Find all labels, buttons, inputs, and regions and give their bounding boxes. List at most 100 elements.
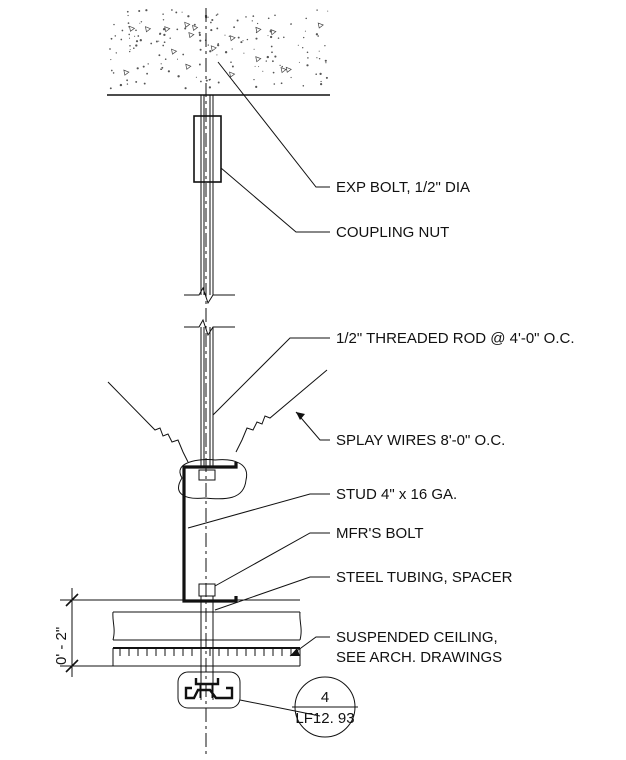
concrete-dot: [126, 83, 129, 85]
concrete-dot: [325, 62, 327, 64]
top-nut: [198, 469, 216, 481]
concrete-dot: [181, 11, 183, 13]
concrete-dot: [175, 11, 178, 14]
concrete-dot: [255, 85, 258, 89]
concrete-dot: [208, 86, 212, 89]
concrete-dot: [176, 28, 179, 31]
concrete-dot: [302, 85, 305, 87]
concrete-dot: [277, 37, 280, 39]
concrete-dot: [267, 17, 270, 20]
concrete-dot: [147, 63, 149, 65]
leader-exp-bolt: [217, 61, 330, 188]
concrete-aggregate: [285, 66, 292, 73]
concrete-dot: [319, 72, 322, 76]
concrete-dot: [217, 44, 220, 47]
leader-stud: [187, 493, 330, 529]
concrete-dot: [256, 22, 259, 25]
concrete-dot: [198, 31, 201, 34]
concrete-dot: [306, 64, 309, 67]
concrete-dot: [307, 57, 309, 59]
concrete-aggregate: [123, 69, 130, 76]
concrete-dot: [252, 15, 255, 17]
concrete-dot: [236, 19, 239, 22]
concrete-dot: [215, 14, 218, 16]
concrete-dot: [283, 36, 285, 39]
concrete-dot: [110, 69, 113, 72]
concrete-dot: [198, 33, 201, 37]
concrete-dot: [262, 70, 264, 72]
concrete-dot: [158, 40, 160, 42]
concrete-slab: [107, 9, 330, 96]
coupling-nut: [193, 115, 222, 183]
concrete-dot: [318, 57, 321, 60]
concrete-dot: [280, 82, 283, 85]
concrete-dot: [298, 61, 300, 63]
concrete-dot: [281, 65, 283, 68]
concrete-dot: [128, 33, 130, 36]
arrow-splay: [296, 412, 305, 420]
concrete-dot: [155, 40, 158, 43]
concrete-aggregate: [229, 71, 236, 78]
break-line-bottom: [184, 318, 235, 337]
concrete-dot: [253, 78, 255, 81]
mfr-bolt: [198, 583, 216, 597]
concrete-dot: [128, 26, 130, 28]
concrete-dot: [163, 41, 166, 44]
concrete-aggregate: [164, 26, 171, 33]
concrete-dot: [205, 79, 208, 82]
leader-splay-wires: [295, 411, 330, 441]
label-steel-tubing: STEEL TUBING, SPACER: [336, 569, 513, 586]
concrete-dot: [217, 13, 219, 15]
label-threaded-rod: 1/2" THREADED ROD @ 4'-0" O.C.: [336, 330, 575, 347]
concrete-dot: [143, 82, 146, 85]
concrete-dot: [270, 45, 273, 48]
leader-detail-tag: [239, 699, 321, 717]
concrete-dot: [127, 22, 130, 24]
threaded-rod-lower: [200, 327, 214, 468]
splay-wire-left: [107, 381, 189, 463]
dim-tick-top: [65, 593, 79, 607]
concrete-dot: [160, 68, 162, 70]
concrete-aggregate: [144, 26, 152, 33]
concrete-aggregate: [210, 45, 217, 52]
concrete-dot: [320, 80, 322, 83]
concrete-dot: [324, 59, 327, 62]
suspended-ceiling: [112, 611, 302, 667]
concrete-dot: [137, 35, 140, 37]
concrete-dot: [193, 23, 196, 26]
wire-loop: [178, 459, 248, 500]
concrete-dot: [228, 35, 230, 38]
concrete-dot: [114, 35, 117, 37]
concrete-dot: [302, 47, 304, 49]
concrete-dot: [230, 61, 232, 63]
concrete-dot: [318, 50, 320, 52]
label-coupling-nut: COUPLING NUT: [336, 224, 449, 241]
concrete-dot: [135, 40, 139, 43]
concrete-dot: [198, 63, 201, 66]
concrete-dot: [167, 70, 170, 73]
concrete-dot: [306, 51, 309, 54]
concrete-dot: [120, 38, 123, 41]
stud-4x16: [182, 462, 238, 603]
concrete-dot: [315, 73, 317, 75]
detail-tag-number: 4: [321, 689, 329, 706]
concrete-dot: [159, 33, 161, 35]
concrete-dot: [255, 37, 258, 40]
detail-tag[interactable]: 4 LF12. 93: [292, 676, 358, 738]
concrete-dot: [162, 28, 166, 31]
concrete-dot: [133, 47, 135, 49]
concrete-hatch: [109, 9, 329, 90]
concrete-dot: [109, 87, 112, 90]
concrete-aggregate: [188, 31, 195, 39]
concrete-dot: [177, 75, 180, 78]
concrete-dot: [146, 72, 149, 75]
concrete-dot: [126, 10, 129, 13]
concrete-dot: [253, 48, 255, 50]
concrete-dot: [210, 21, 212, 24]
concrete-dot: [240, 41, 243, 44]
concrete-dot: [195, 76, 197, 78]
threaded-rod-upper: [200, 95, 214, 295]
label-ceiling-line2: SEE ARCH. DRAWINGS: [336, 649, 502, 666]
concrete-aggregate: [255, 56, 262, 63]
concrete-dot: [158, 54, 161, 57]
